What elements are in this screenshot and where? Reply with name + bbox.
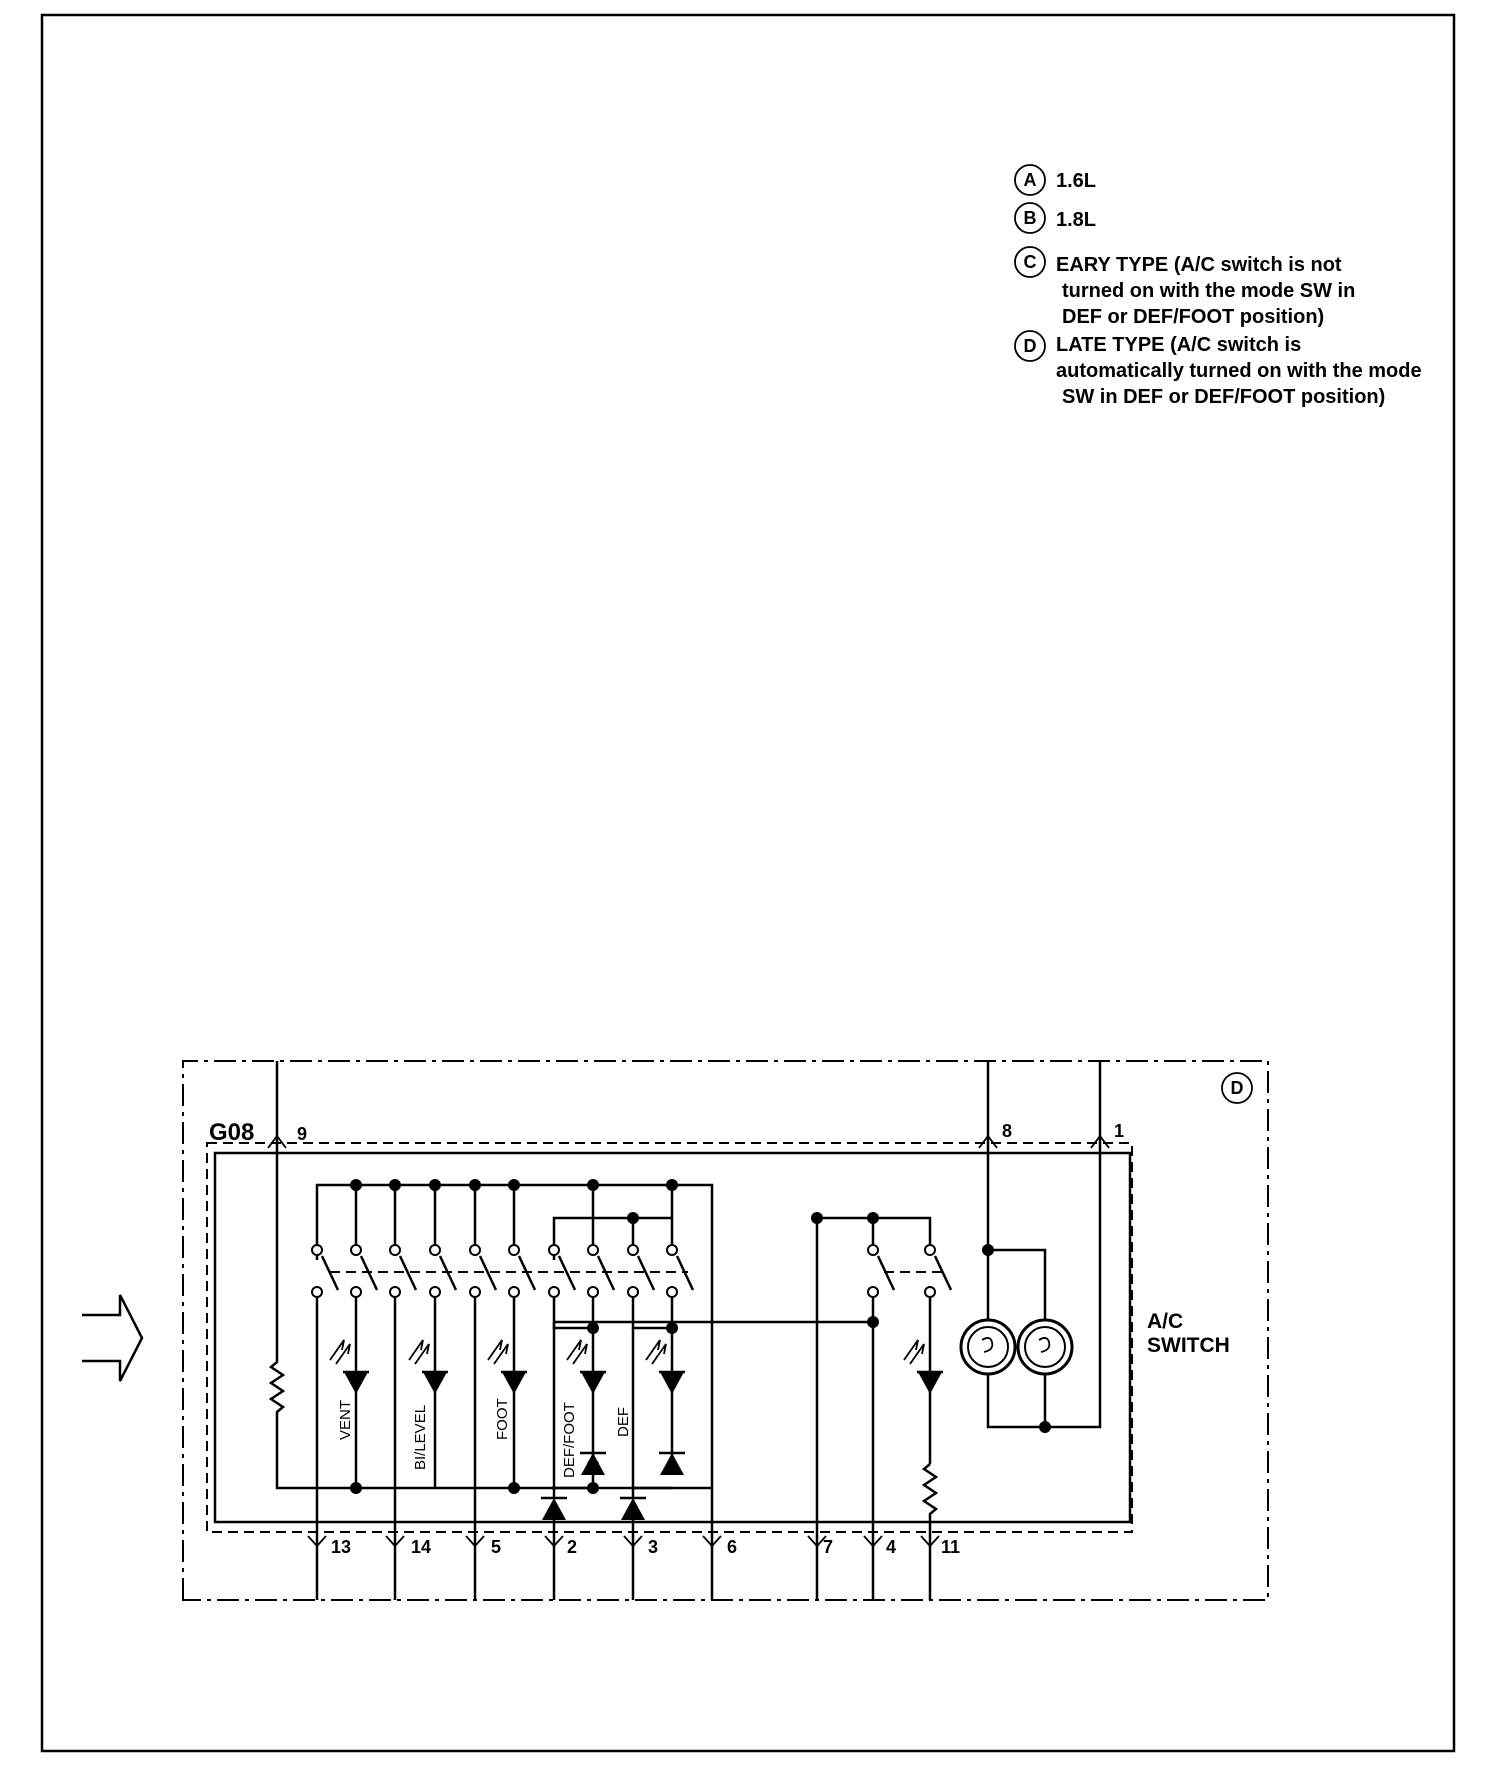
bottom-pin-14-label: 14 [411, 1537, 431, 1557]
bus-junctions [350, 1179, 678, 1224]
bottom-pin-7-label: 7 [823, 1537, 833, 1557]
legend-text-a: 1.6L [1056, 170, 1096, 192]
legend-text-c-2: turned on with the mode SW in [1062, 280, 1355, 302]
variant-badge: D [1221, 1072, 1253, 1104]
indicator-vent: VENT [329, 1339, 369, 1440]
bulb-2-icon [1016, 1318, 1074, 1376]
bottom-pin-4: 4 [863, 1522, 896, 1600]
legend: A 1.6L B 1.8L C EARY TYPE (A/C switch is… [1014, 164, 1422, 408]
ac-switch-block [552, 1212, 953, 1522]
component-title-line-2: SWITCH [1147, 1334, 1230, 1357]
legend-badge-a [1014, 164, 1046, 196]
def-diode-icon [660, 1453, 684, 1475]
legend-text-c-3: DEF or DEF/FOOT position) [1062, 306, 1324, 328]
legend-text-d-1: LATE TYPE (A/C switch is [1056, 334, 1301, 356]
indicator-label-vent: VENT [337, 1400, 354, 1440]
legend-item-d: D LATE TYPE (A/C switch is automatically… [1014, 330, 1422, 408]
legend-letter-d: D [1024, 336, 1037, 356]
bottom-pin-5-label: 5 [491, 1537, 501, 1557]
indicator-label-foot: FOOT [494, 1398, 511, 1440]
bottom-pins: 13 14 5 2 3 6 7 [307, 1510, 960, 1600]
pin-2-diode-icon [542, 1498, 566, 1520]
indicator-label-def: DEF [615, 1407, 632, 1437]
variant-boundary [182, 1060, 1269, 1601]
vent-led-icon [344, 1372, 368, 1394]
switch-stems [354, 1185, 674, 1250]
input-arrow-icon [82, 1294, 144, 1382]
bottom-pin-2: 2 [544, 1510, 577, 1600]
bottom-pin-5: 5 [465, 1522, 501, 1600]
legend-badge-c [1014, 246, 1046, 278]
top-pin-9-label: 9 [297, 1124, 307, 1144]
legend-item-a: A 1.6L [1014, 164, 1096, 196]
legend-text-c-1: EARY TYPE (A/C switch is not [1056, 254, 1342, 276]
bottom-pin-13: 13 [307, 1522, 351, 1600]
legend-text-d-3: SW in DEF or DEF/FOOT position) [1062, 386, 1385, 408]
legend-text-d-2: automatically turned on with the mode [1056, 360, 1422, 382]
bottom-pin-2-label: 2 [567, 1537, 577, 1557]
indicator-def-foot: DEF/FOOT [561, 1339, 606, 1478]
bulb-1-icon [959, 1318, 1017, 1376]
resistor-9-icon [268, 1153, 712, 1490]
bottom-pin-6: 6 [702, 1522, 737, 1600]
bottom-pin-11: 11 [920, 1522, 960, 1600]
top-pin-8-label: 8 [1002, 1121, 1012, 1141]
top-pin-1: 1 [1090, 1061, 1124, 1153]
indicator-label-bi-level: BI/LEVEL [412, 1405, 429, 1470]
ac-led-icon [918, 1372, 942, 1394]
top-pin-8: 8 [978, 1061, 1012, 1153]
indicator-def: DEF [615, 1339, 685, 1475]
legend-item-b: B 1.8L [1014, 202, 1096, 234]
bottom-pin-13-label: 13 [331, 1537, 351, 1557]
legend-item-c: C EARY TYPE (A/C switch is not turned on… [1014, 246, 1355, 328]
bottom-pin-11-label: 11 [941, 1537, 960, 1557]
switch-body [213, 1151, 1132, 1524]
bottom-pin-14: 14 [385, 1522, 431, 1600]
legend-letter-b: B [1024, 208, 1037, 228]
indicator-label-def-foot: DEF/FOOT [561, 1402, 578, 1478]
foot-led-icon [502, 1372, 526, 1394]
legend-letter-a: A [1024, 170, 1037, 190]
component-title-line-1: A/C [1147, 1310, 1183, 1333]
bottom-pin-3: 3 [623, 1510, 658, 1600]
bottom-pin-7: 7 [807, 1522, 833, 1600]
indicator-bi-level: BI/LEVEL [408, 1339, 448, 1470]
bottom-pin-3-label: 3 [648, 1537, 658, 1557]
illumination-bulbs [959, 1153, 1102, 1433]
page-frame [40, 13, 1456, 1753]
pin-3-diode-icon [621, 1498, 645, 1520]
mode-switch-block: VENT BI/LEVEL FOOT DEF/FOOT [268, 1153, 714, 1522]
legend-letter-c: C [1024, 252, 1037, 272]
legend-badge-d [1014, 330, 1046, 362]
def-foot-led-icon [581, 1372, 605, 1394]
top-pin-1-label: 1 [1114, 1121, 1124, 1141]
second-bus [552, 1216, 672, 1260]
variant-badge-circle [1221, 1072, 1253, 1104]
def-foot-diode-icon [581, 1453, 605, 1475]
def-led-icon [660, 1372, 684, 1394]
ac-resistor-icon [921, 1463, 939, 1522]
legend-text-b: 1.8L [1056, 209, 1096, 231]
bottom-pin-4-label: 4 [886, 1537, 896, 1557]
variant-badge-letter: D [1231, 1078, 1244, 1098]
indicator-foot: FOOT [487, 1339, 527, 1440]
top-pin-9: 9 [267, 1061, 307, 1153]
bi-level-led-icon [423, 1372, 447, 1394]
bottom-pin-6-label: 6 [727, 1537, 737, 1557]
legend-badge-b [1014, 202, 1046, 234]
connector-boundary [206, 1142, 1133, 1533]
connector-label: G08 [209, 1119, 254, 1146]
